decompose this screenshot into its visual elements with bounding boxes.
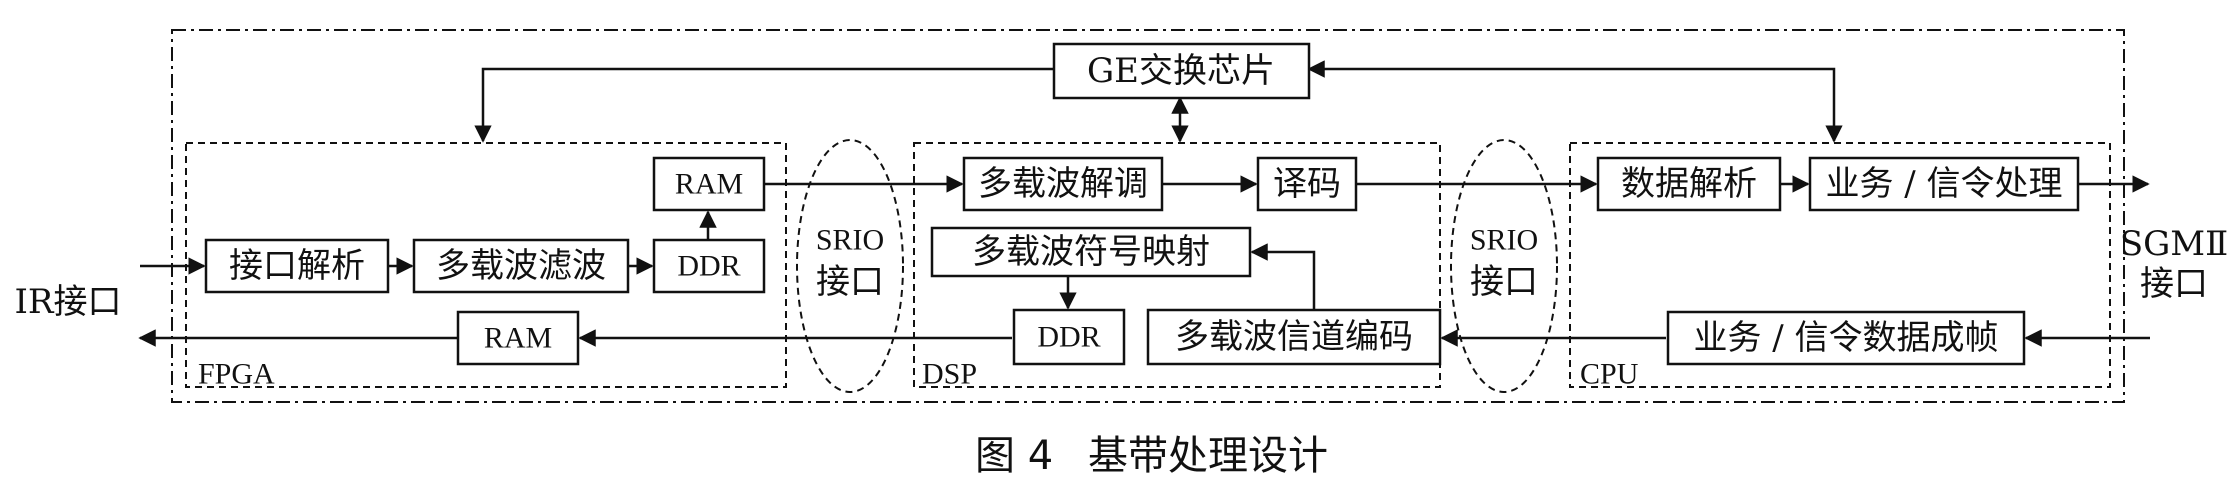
channel-encode-label: 多载波信道编码 xyxy=(1175,317,1413,357)
srio-right-label-line2: 接口 xyxy=(1470,262,1538,302)
dsp-ddr-block: DDR xyxy=(1012,308,1126,366)
cpu-region-label: CPU xyxy=(1580,358,1639,391)
service-process-label: 业务 / 信令处理 xyxy=(1825,164,2062,204)
fpga-ram-bottom-block: RAM xyxy=(456,310,580,366)
dsp-channel-encode-block: 多载波信道编码 xyxy=(1146,308,1442,366)
srio-right-label-line1: SRIO xyxy=(1470,224,1538,257)
ir-interface-label: IR接口 xyxy=(14,282,121,322)
dsp-demod-block: 多载波解调 xyxy=(962,156,1164,212)
ge-switch-block: GE交换芯片 xyxy=(1052,42,1311,100)
system-boundary xyxy=(171,29,2125,403)
dsp-symbol-map-block: 多载波符号映射 xyxy=(930,226,1252,278)
cpu-region xyxy=(1569,142,2111,388)
symbol-map-label: 多载波符号映射 xyxy=(972,232,1210,272)
srio-left-label-line2: 接口 xyxy=(816,262,884,302)
wire-ge-fpga xyxy=(474,67,1054,143)
sgmii-label-line2: 接口 xyxy=(2140,264,2208,304)
cpu-data-parse-block: 数据解析 xyxy=(1596,156,1782,212)
fpga-interface-parse-block: 接口解析 xyxy=(204,238,390,294)
cpu-service-process-block: 业务 / 信令处理 xyxy=(1808,156,2080,212)
sgmii-label-line1: SGMⅡ xyxy=(2120,224,2228,264)
decode-label: 译码 xyxy=(1273,164,1341,204)
wire-encode-symbolmap xyxy=(1250,243,1316,318)
dsp-decode-block: 译码 xyxy=(1256,156,1358,212)
dsp-ddr-label: DDR xyxy=(1037,321,1100,354)
fpga-ram-top-label: RAM xyxy=(675,168,743,201)
interface-parse-label: 接口解析 xyxy=(229,246,365,286)
figure-number: 图 4 xyxy=(975,433,1053,479)
framing-label: 业务 / 信令数据成帧 xyxy=(1693,318,1998,358)
cpu-framing-block: 业务 / 信令数据成帧 xyxy=(1666,310,2026,366)
srio-left-label-line1: SRIO xyxy=(816,224,884,257)
fpga-ram-top-block: RAM xyxy=(652,156,766,212)
fpga-multicarrier-filter-block: 多载波滤波 xyxy=(412,238,630,294)
ge-switch-label: GE交换芯片 xyxy=(1087,51,1275,91)
fpga-ram-bottom-label: RAM xyxy=(484,322,552,355)
dsp-region-label: DSP xyxy=(922,358,977,391)
srio-left-ellipse xyxy=(796,139,904,393)
figure-title: 基带处理设计 xyxy=(1088,433,1328,479)
fpga-ddr-label: DDR xyxy=(677,250,740,283)
multicarrier-filter-label: 多载波滤波 xyxy=(436,246,606,286)
multicarrier-demod-label: 多载波解调 xyxy=(978,164,1148,204)
dsp-region xyxy=(913,142,1441,388)
fpga-ddr-block: DDR xyxy=(652,238,766,294)
wire-ge-cpu xyxy=(1307,60,1843,143)
srio-right-ellipse xyxy=(1450,139,1558,393)
fpga-region-label: FPGA xyxy=(198,358,275,391)
data-parse-label: 数据解析 xyxy=(1621,164,1757,204)
